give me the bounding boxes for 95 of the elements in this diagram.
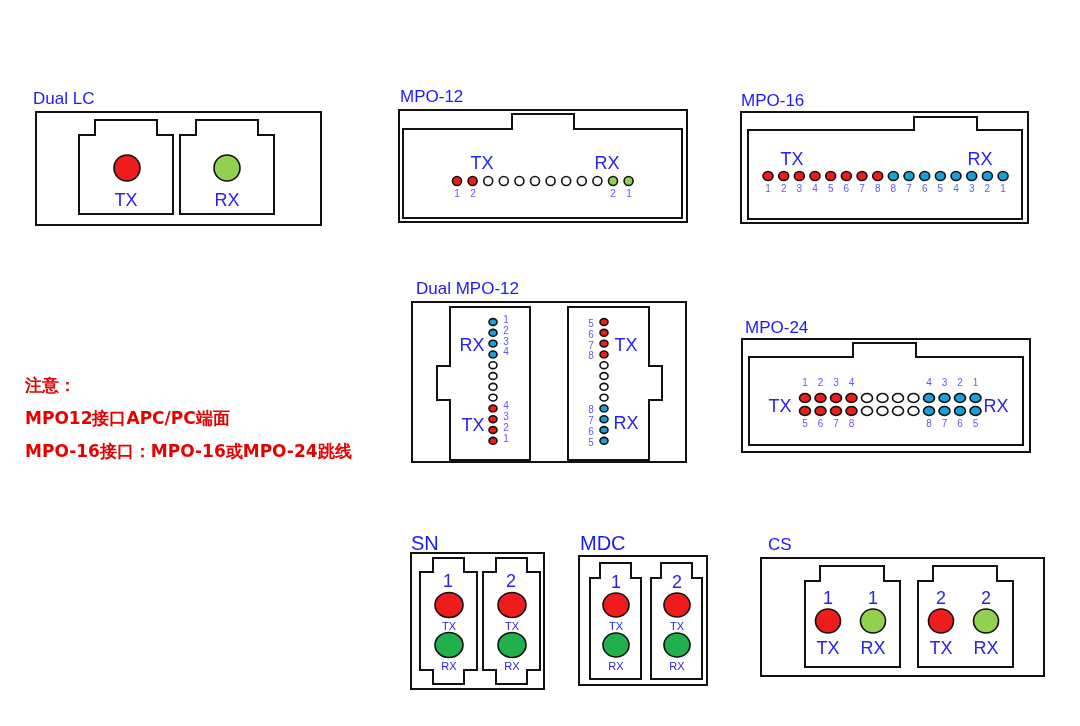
fiber-number: 3 (941, 378, 948, 388)
port-label: 2 (981, 589, 991, 607)
fiber-number: 5 (827, 184, 834, 194)
fiber-number: 2 (780, 184, 787, 194)
fiber-number: 2 (817, 378, 824, 388)
port-label: TX (114, 191, 138, 209)
fiber-number: 7 (859, 184, 865, 194)
connector-heading: SN (411, 531, 439, 555)
port-label: TX (614, 336, 638, 354)
fiber-number: 8 (588, 351, 594, 362)
fiber-number: 4 (848, 378, 855, 388)
port-label: RX (860, 639, 886, 657)
connector-heading: Dual MPO-12 (416, 279, 519, 300)
port-label: 2 (936, 589, 946, 607)
port-label: RX (459, 336, 485, 354)
fiber-number: 3 (968, 184, 975, 194)
fiber-number: 1 (802, 378, 808, 388)
port-label: 2 (506, 572, 516, 590)
fiber-number: 8 (848, 419, 855, 429)
port-label: TX (768, 397, 792, 415)
fiber-number: 2 (503, 423, 509, 433)
fiber-number: TX (441, 620, 457, 632)
fiber-number: 6 (817, 419, 824, 429)
fiber-number: 6 (957, 419, 963, 429)
fiber-number: 7 (941, 419, 948, 429)
fiber-number: 1 (765, 184, 771, 194)
fiber-number: 3 (833, 378, 839, 388)
connector-heading: MDC (580, 531, 626, 555)
fiber-number: 2 (470, 189, 476, 199)
fiber-number: 1 (626, 189, 632, 199)
fiber-number: 7 (588, 340, 594, 351)
fiber-number: 6 (843, 184, 850, 194)
fiber-number: 8 (926, 419, 932, 429)
connector-heading: Dual LC (33, 89, 95, 110)
fiber-number: 5 (588, 319, 594, 329)
port-label: 2 (672, 573, 682, 591)
port-label: TX (816, 639, 840, 657)
fiber-number: 4 (812, 184, 818, 194)
fiber-number: 5 (802, 419, 808, 429)
fiber-number: 5 (972, 419, 979, 429)
port-label: RX (214, 191, 240, 209)
connector-heading: CS (768, 535, 792, 556)
port-label: 1 (823, 589, 833, 607)
fiber-number: RX (608, 660, 624, 672)
note-text: MPO12接口APC/PC端面 (25, 408, 230, 428)
fiber-number: 1 (972, 378, 979, 388)
connector-heading: MPO-12 (400, 87, 464, 108)
fiber-number: 4 (503, 401, 509, 412)
fiber-number: 1 (503, 315, 509, 325)
fiber-number: 3 (503, 336, 509, 347)
fiber-number: 8 (874, 184, 881, 194)
port-label: RX (594, 154, 620, 172)
fiber-number: RX (441, 660, 457, 672)
fiber-number: 4 (953, 184, 959, 194)
fiber-number: 4 (503, 347, 509, 358)
fiber-number: TX (608, 620, 624, 632)
port-label: TX (470, 154, 494, 172)
connector-heading: MPO-16 (741, 91, 805, 112)
fiber-number: 3 (796, 184, 803, 194)
port-label: RX (967, 150, 993, 168)
fiber-number: 5 (588, 437, 594, 448)
fiber-number: 8 (890, 184, 897, 194)
fiber-number: 7 (906, 184, 912, 194)
fiber-number: 7 (588, 416, 594, 427)
fiber-number: 1 (1000, 184, 1006, 194)
fiber-number: 2 (957, 378, 963, 388)
fiber-number: TX (669, 620, 685, 632)
fiber-number: 7 (833, 419, 839, 429)
connector-heading: MPO-24 (745, 318, 809, 339)
fiber-number: 6 (921, 184, 928, 194)
port-label: 1 (868, 589, 878, 607)
port-label: RX (613, 414, 639, 432)
fiber-number: 6 (588, 427, 594, 437)
fiber-number: 8 (588, 405, 594, 416)
fiber-number: 2 (610, 189, 616, 199)
fiber-number: 5 (937, 184, 944, 194)
port-label: 1 (443, 572, 453, 590)
fiber-number: RX (504, 660, 520, 672)
note-text: 注意： (25, 375, 76, 395)
fiber-number: 3 (503, 412, 509, 423)
port-label: RX (983, 397, 1009, 415)
fiber-number: 2 (503, 325, 509, 336)
fiber-number: TX (504, 620, 520, 632)
fiber-number: 1 (503, 433, 509, 444)
fiber-number: 4 (926, 378, 932, 388)
port-label: 1 (611, 573, 621, 591)
port-label: TX (461, 416, 485, 434)
fiber-number: RX (669, 660, 685, 672)
note-text: MPO-16接口：MPO-16或MPO-24跳线 (25, 441, 352, 461)
fiber-number: 6 (588, 329, 594, 340)
port-label: TX (780, 150, 804, 168)
port-label: TX (929, 639, 953, 657)
port-label: RX (973, 639, 999, 657)
fiber-number: 1 (454, 189, 460, 199)
fiber-number: 2 (984, 184, 991, 194)
